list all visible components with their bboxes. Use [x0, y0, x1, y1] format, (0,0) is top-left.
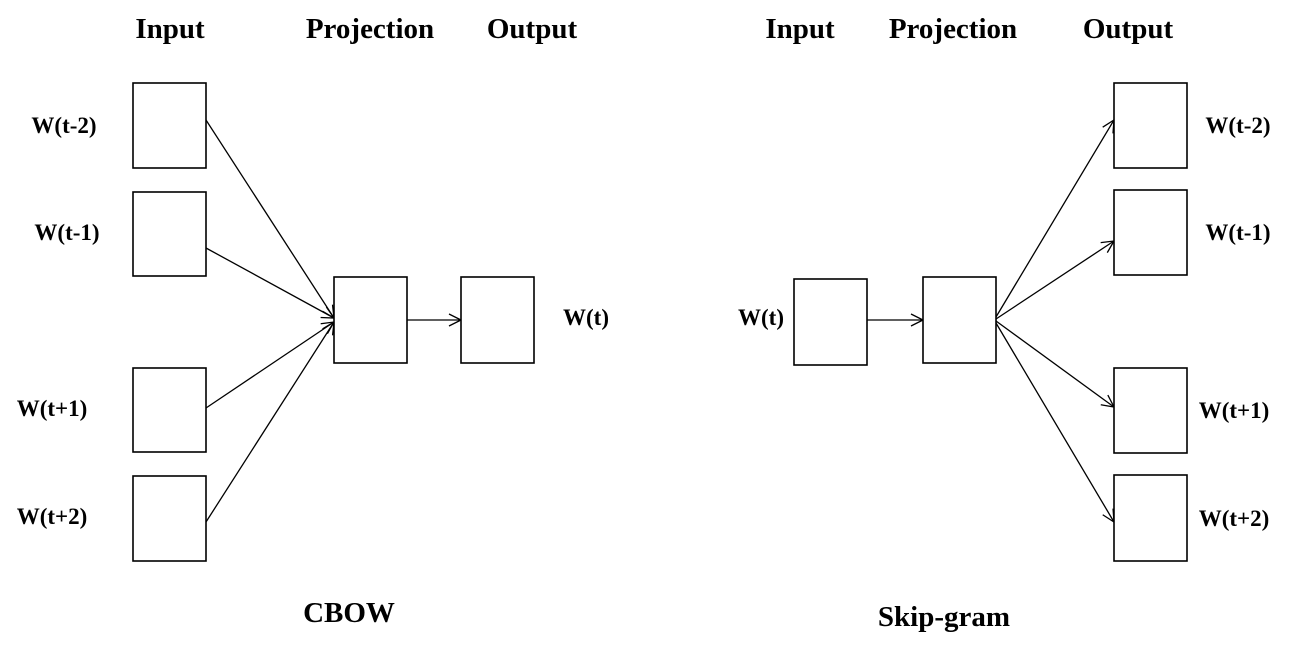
cbow-projection-box — [333, 276, 408, 364]
cbow-input-label-3: W(t+1) — [17, 396, 88, 421]
cbow-caption: CBOW — [303, 597, 395, 629]
cbow-diagram: Input Projection Output W(t-2) W(t-1) W(… — [17, 13, 609, 629]
cbow-input-box-1 — [132, 82, 207, 169]
cbow-input-box-4 — [132, 475, 207, 562]
cbow-edge-4 — [205, 322, 334, 523]
skipgram-edge-4 — [995, 322, 1114, 522]
skipgram-projection-header: Projection — [889, 13, 1017, 45]
cbow-projection-header: Projection — [306, 13, 434, 45]
cbow-input-box-3 — [132, 367, 207, 453]
cbow-output-box — [460, 276, 535, 364]
skipgram-input-box — [793, 278, 868, 366]
skipgram-output-box-2 — [1113, 189, 1188, 276]
skipgram-input-label: W(t) — [738, 305, 784, 330]
skipgram-output-header: Output — [1083, 13, 1174, 45]
cbow-input-label-4: W(t+2) — [17, 504, 88, 529]
skipgram-output-box-1 — [1113, 82, 1188, 169]
cbow-input-label-1: W(t-2) — [31, 113, 96, 138]
cbow-input-header: Input — [135, 13, 205, 45]
cbow-input-box-2 — [132, 191, 207, 277]
skipgram-output-label-4: W(t+2) — [1199, 506, 1270, 531]
cbow-edge-1 — [205, 119, 334, 318]
skipgram-output-label-3: W(t+1) — [1199, 398, 1270, 423]
skipgram-output-label-2: W(t-1) — [1205, 220, 1270, 245]
cbow-output-header: Output — [487, 13, 578, 45]
skipgram-projection-box — [922, 276, 997, 364]
cbow-output-label: W(t) — [563, 305, 609, 330]
cbow-edge-2 — [205, 247, 334, 318]
skipgram-edge-1 — [995, 120, 1114, 318]
cbow-edge-3 — [205, 322, 334, 409]
skipgram-output-label-1: W(t-2) — [1205, 113, 1270, 138]
cbow-input-label-2: W(t-1) — [34, 220, 99, 245]
skipgram-input-header: Input — [765, 13, 835, 45]
skipgram-edge-3 — [995, 320, 1114, 407]
skipgram-diagram: Input Projection Output W(t) W(t-2) W(t-… — [738, 13, 1271, 633]
skipgram-edge-2 — [995, 241, 1114, 320]
skipgram-caption: Skip-gram — [878, 601, 1010, 633]
skipgram-output-box-4 — [1113, 474, 1188, 562]
skipgram-output-box-3 — [1113, 367, 1188, 454]
